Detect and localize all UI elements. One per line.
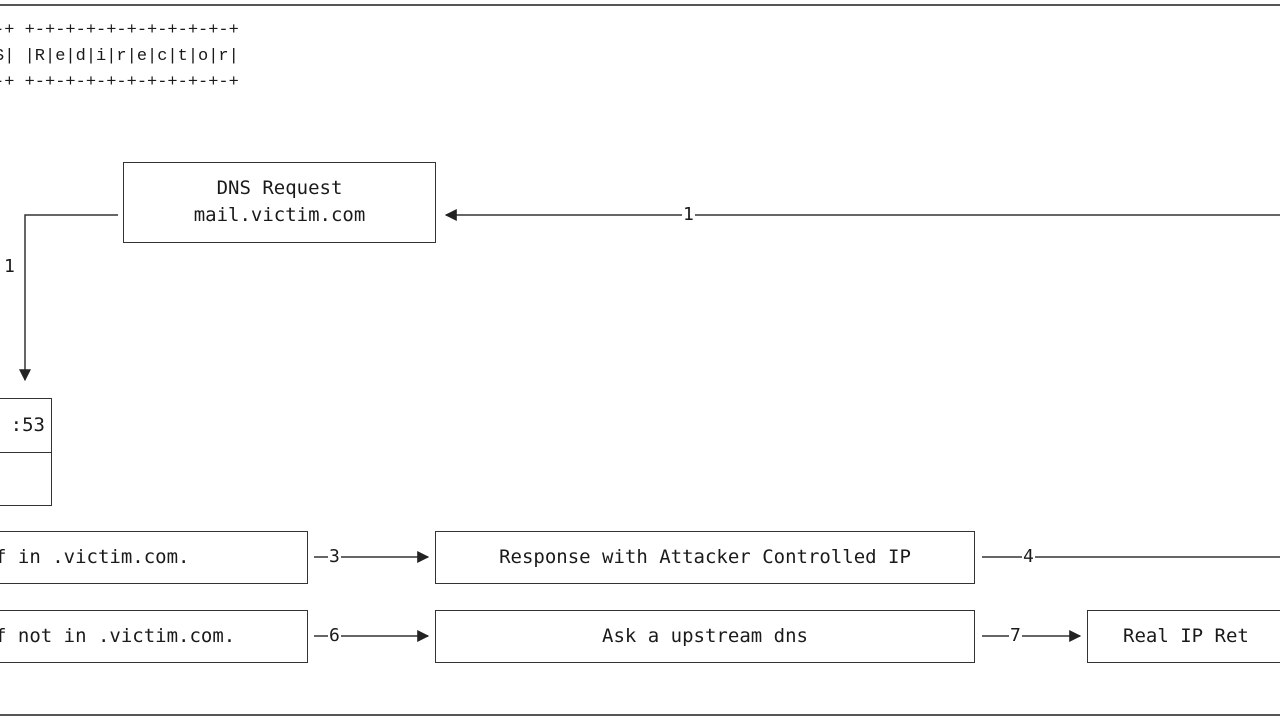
edge-label-incoming-request: 1 xyxy=(682,204,695,225)
rule-in-victim-label: f in .victim.com. xyxy=(0,546,190,568)
edge-label-request-to-listener: 1 xyxy=(3,256,16,277)
dns-request-title: DNS Request xyxy=(216,177,343,199)
edge-request-to-listener xyxy=(19,214,118,382)
frame-top-line xyxy=(0,4,1280,6)
real-ip-label: Real IP Ret xyxy=(1123,625,1249,647)
rule-not-in-victim-label: f not in .victim.com. xyxy=(0,625,236,647)
dns-request-domain: mail.victim.com xyxy=(193,204,366,226)
edge-label-response-out: 4 xyxy=(1022,546,1035,567)
edge-label-in-to-response: 3 xyxy=(328,546,341,567)
edge-label-upstream-to-real: 7 xyxy=(1009,625,1022,646)
dns-request-node: DNS Request mail.victim.com xyxy=(123,162,436,243)
dns-listener-divider xyxy=(0,452,51,453)
attacker-response-label: Response with Attacker Controlled IP xyxy=(499,546,911,568)
dns-listener-node: :53 xyxy=(0,398,52,506)
real-ip-node: Real IP Ret xyxy=(1087,610,1280,663)
upstream-dns-node: Ask a upstream dns xyxy=(435,610,975,663)
banner-bottom-border: -+ +-+-+-+-+-+-+-+-+-+-+ xyxy=(0,73,239,92)
banner-text-row: S| |R|e|d|i|r|e|c|t|o|r| xyxy=(0,47,239,66)
frame-bottom-line xyxy=(0,714,1280,716)
rule-not-in-victim-node: f not in .victim.com. xyxy=(0,610,308,663)
edge-label-not-in-to-upstream: 6 xyxy=(328,625,341,646)
banner-top-border: -+ +-+-+-+-+-+-+-+-+-+-+ xyxy=(0,21,239,40)
dns-listener-port: :53 xyxy=(10,414,45,436)
attacker-response-node: Response with Attacker Controlled IP xyxy=(435,531,975,584)
rule-in-victim-node: f in .victim.com. xyxy=(0,531,308,584)
upstream-dns-label: Ask a upstream dns xyxy=(602,625,808,647)
